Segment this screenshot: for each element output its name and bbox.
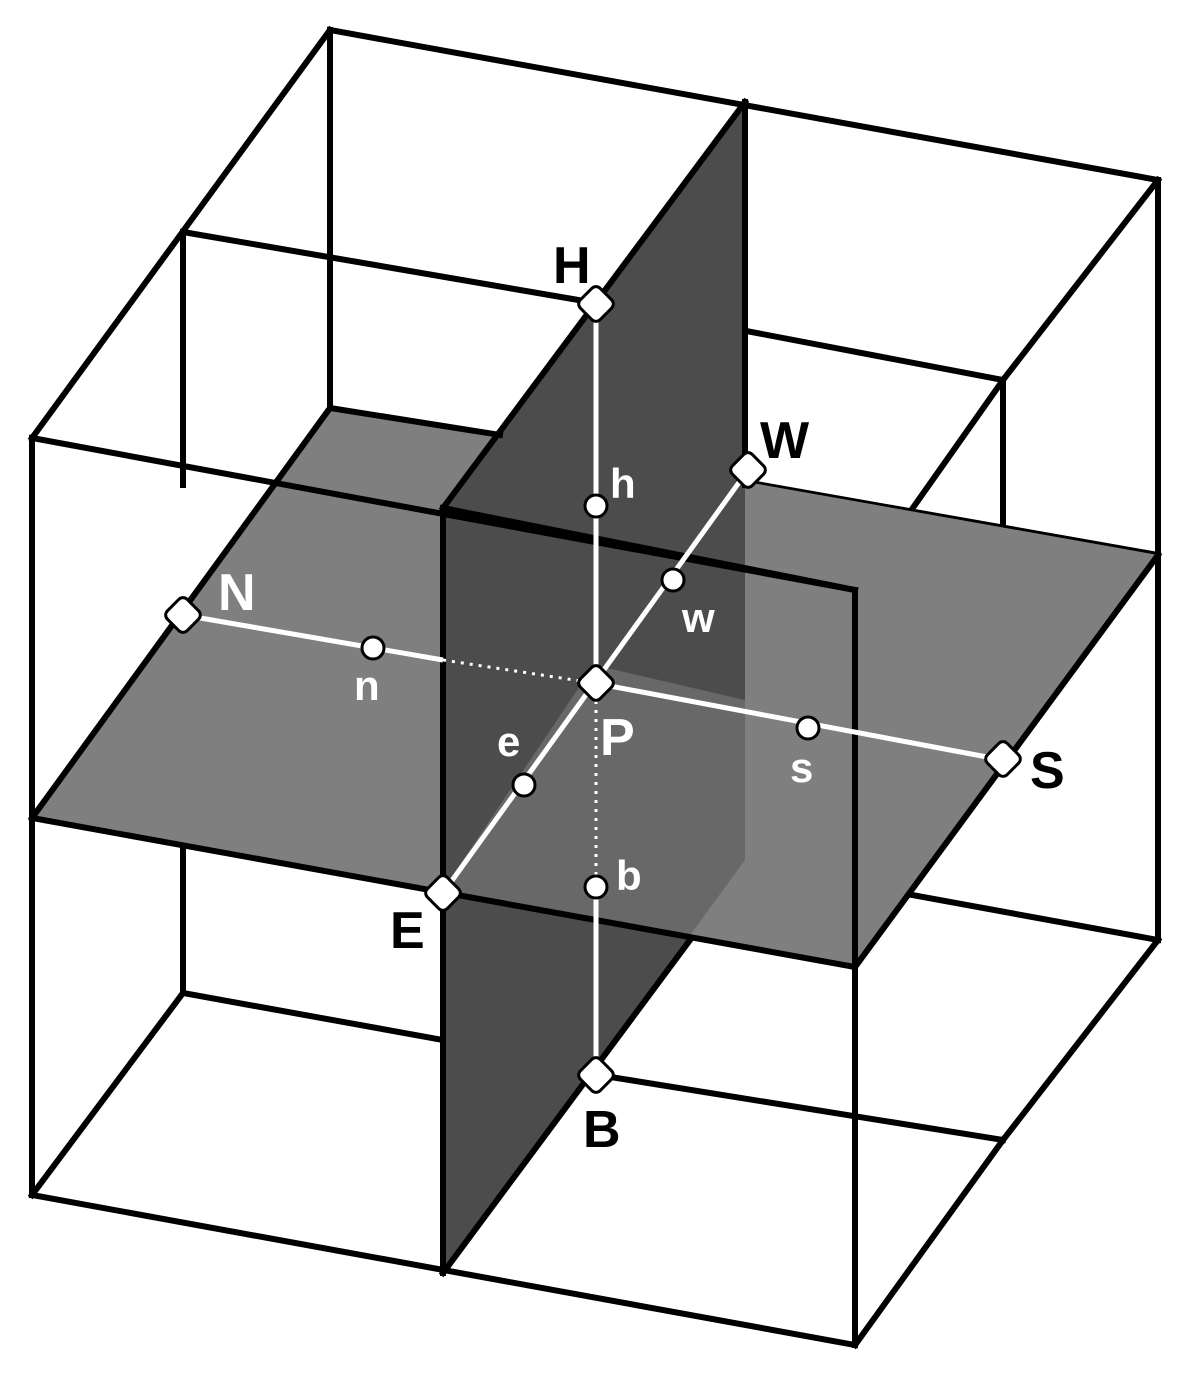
label-e: e <box>497 718 520 765</box>
edge-plane-back-left <box>326 404 504 439</box>
edge-right-lower-back <box>908 891 1162 944</box>
back-lower-edges <box>27 847 1163 1200</box>
node-b <box>583 874 609 900</box>
label-w: w <box>681 594 715 641</box>
label-N: N <box>218 564 256 622</box>
label-P: P <box>600 709 635 767</box>
node-N <box>164 596 202 634</box>
node-s <box>795 715 821 741</box>
label-H: H <box>553 237 591 295</box>
node-w <box>660 567 686 593</box>
label-s: s <box>790 744 813 791</box>
edge-back-bottom-left <box>27 988 188 1200</box>
label-h: h <box>610 460 636 507</box>
node-W <box>729 451 767 489</box>
axis-north-p-hidden <box>442 658 595 685</box>
edge-vertical-plane-bottom <box>438 935 695 1278</box>
edge-top-front-right-diag <box>998 175 1163 385</box>
label-n: n <box>354 662 380 709</box>
edge-front-bottom-right-diag <box>850 1135 1008 1350</box>
edge-mid-top-left <box>179 228 594 306</box>
node-S <box>984 740 1022 778</box>
node-E <box>424 874 462 912</box>
label-E: E <box>390 902 425 960</box>
node-B <box>577 1056 615 1094</box>
node-h <box>583 493 609 519</box>
node-e <box>511 772 537 798</box>
edge-mid-front-horizontal <box>439 504 859 594</box>
horizontal-plane-front <box>443 665 1003 967</box>
label-b: b <box>616 852 642 899</box>
edge-mid-bottom-right <box>594 1071 1007 1144</box>
axis-north-p <box>182 612 444 663</box>
node-P <box>577 664 615 702</box>
stencil-nodes <box>164 285 1022 1094</box>
label-S: S <box>1030 742 1065 800</box>
label-W: W <box>760 412 810 470</box>
edge-back-bottom-right <box>998 935 1163 1145</box>
node-H <box>577 285 615 323</box>
stencil-labels: H B E S W N P h b n s e w <box>218 236 1066 1161</box>
label-B: B <box>583 1101 621 1159</box>
edge-mid-bottom-left <box>179 989 447 1044</box>
node-n <box>360 635 386 661</box>
